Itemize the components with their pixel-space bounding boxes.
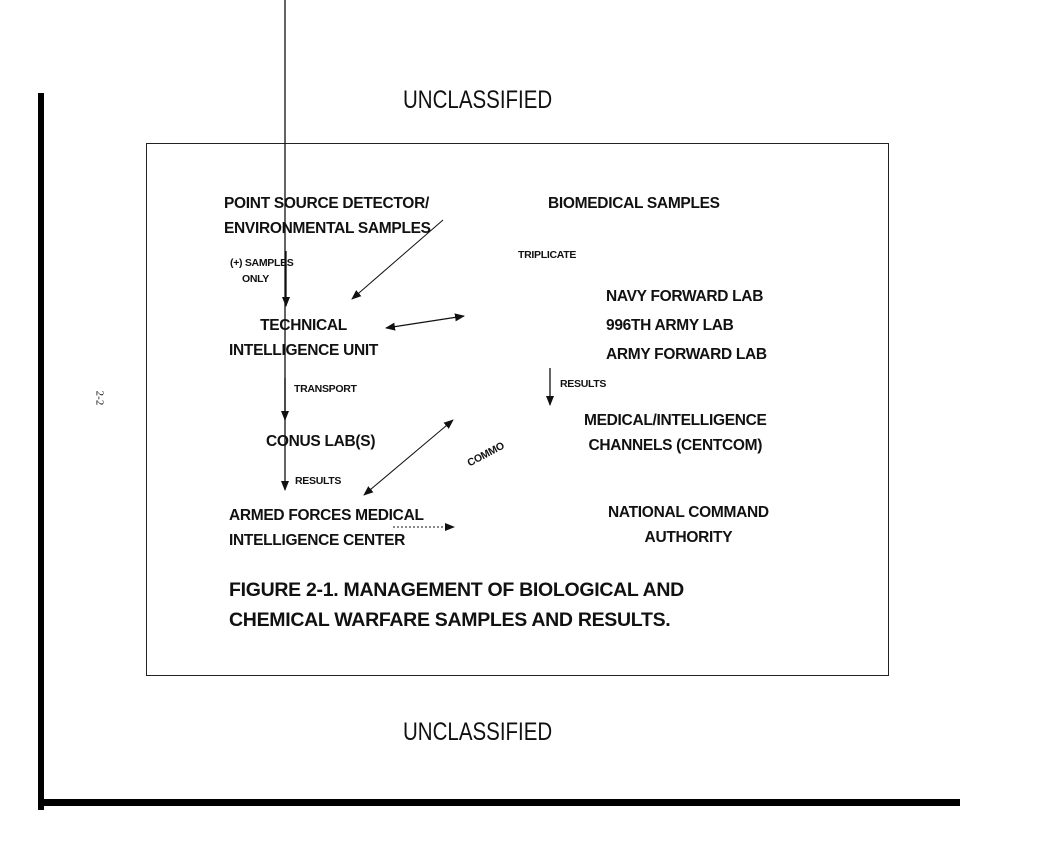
label-samples-only: (+) SAMPLES ONLY (230, 255, 294, 287)
node-line: CHANNELS (CENTCOM) (588, 437, 763, 454)
node-tech-intel: TECHNICAL INTELLIGENCE UNIT (229, 313, 378, 363)
figure-caption: FIGURE 2-1. MANAGEMENT OF BIOLOGICAL AND… (229, 575, 684, 635)
node-line: ENVIRONMENTAL SAMPLES (224, 220, 431, 237)
arrow-afmic-medintel-bidirectional (363, 419, 454, 496)
node-line: AUTHORITY (644, 529, 733, 546)
node-point-source: POINT SOURCE DETECTOR/ ENVIRONMENTAL SAM… (224, 191, 431, 241)
page-border-bottom (38, 799, 960, 806)
node-med-intel: MEDICAL/INTELLIGENCE CHANNELS (CENTCOM) (584, 408, 767, 458)
caption-line: CHEMICAL WARFARE SAMPLES AND RESULTS. (229, 609, 671, 631)
node-line: NAVY FORWARD LAB (606, 288, 764, 305)
classification-footer: UNCLASSIFIED (403, 718, 553, 746)
arrow-tech-labs-bidirectional (385, 313, 465, 331)
node-line: 996TH ARMY LAB (606, 317, 734, 334)
node-line: TECHNICAL (260, 317, 347, 334)
figure-box (146, 143, 889, 676)
node-nca: NATIONAL COMMAND AUTHORITY (608, 500, 769, 550)
node-labs: NAVY FORWARD LAB 996TH ARMY LAB ARMY FOR… (606, 282, 767, 369)
node-biomedical: BIOMEDICAL SAMPLES (548, 195, 720, 212)
label-line: (+) SAMPLES (230, 257, 294, 269)
node-line: NATIONAL COMMAND (608, 504, 769, 521)
node-line: INTELLIGENCE UNIT (229, 342, 379, 359)
node-line: MEDICAL/INTELLIGENCE (584, 412, 767, 429)
label-transport: TRANSPORT (294, 383, 357, 395)
label-results-conus: RESULTS (295, 475, 342, 487)
classification-header: UNCLASSIFIED (403, 86, 553, 114)
node-line: ARMY FORWARD LAB (606, 346, 767, 363)
node-line: INTELLIGENCE CENTER (229, 532, 406, 549)
node-line: POINT SOURCE DETECTOR/ (224, 195, 429, 212)
label-triplicate: TRIPLICATE (518, 249, 577, 261)
caption-line: FIGURE 2-1. MANAGEMENT OF BIOLOGICAL AND (229, 579, 684, 601)
arrow-biomedical-to-tech (351, 219, 444, 300)
node-line: ARMED FORCES MEDICAL (229, 507, 424, 524)
label-results-labs: RESULTS (560, 378, 607, 390)
label-line: ONLY (242, 273, 270, 285)
node-afmic: ARMED FORCES MEDICAL INTELLIGENCE CENTER (229, 503, 424, 553)
node-conus: CONUS LAB(S) (266, 433, 376, 450)
page-border-left (38, 93, 44, 810)
